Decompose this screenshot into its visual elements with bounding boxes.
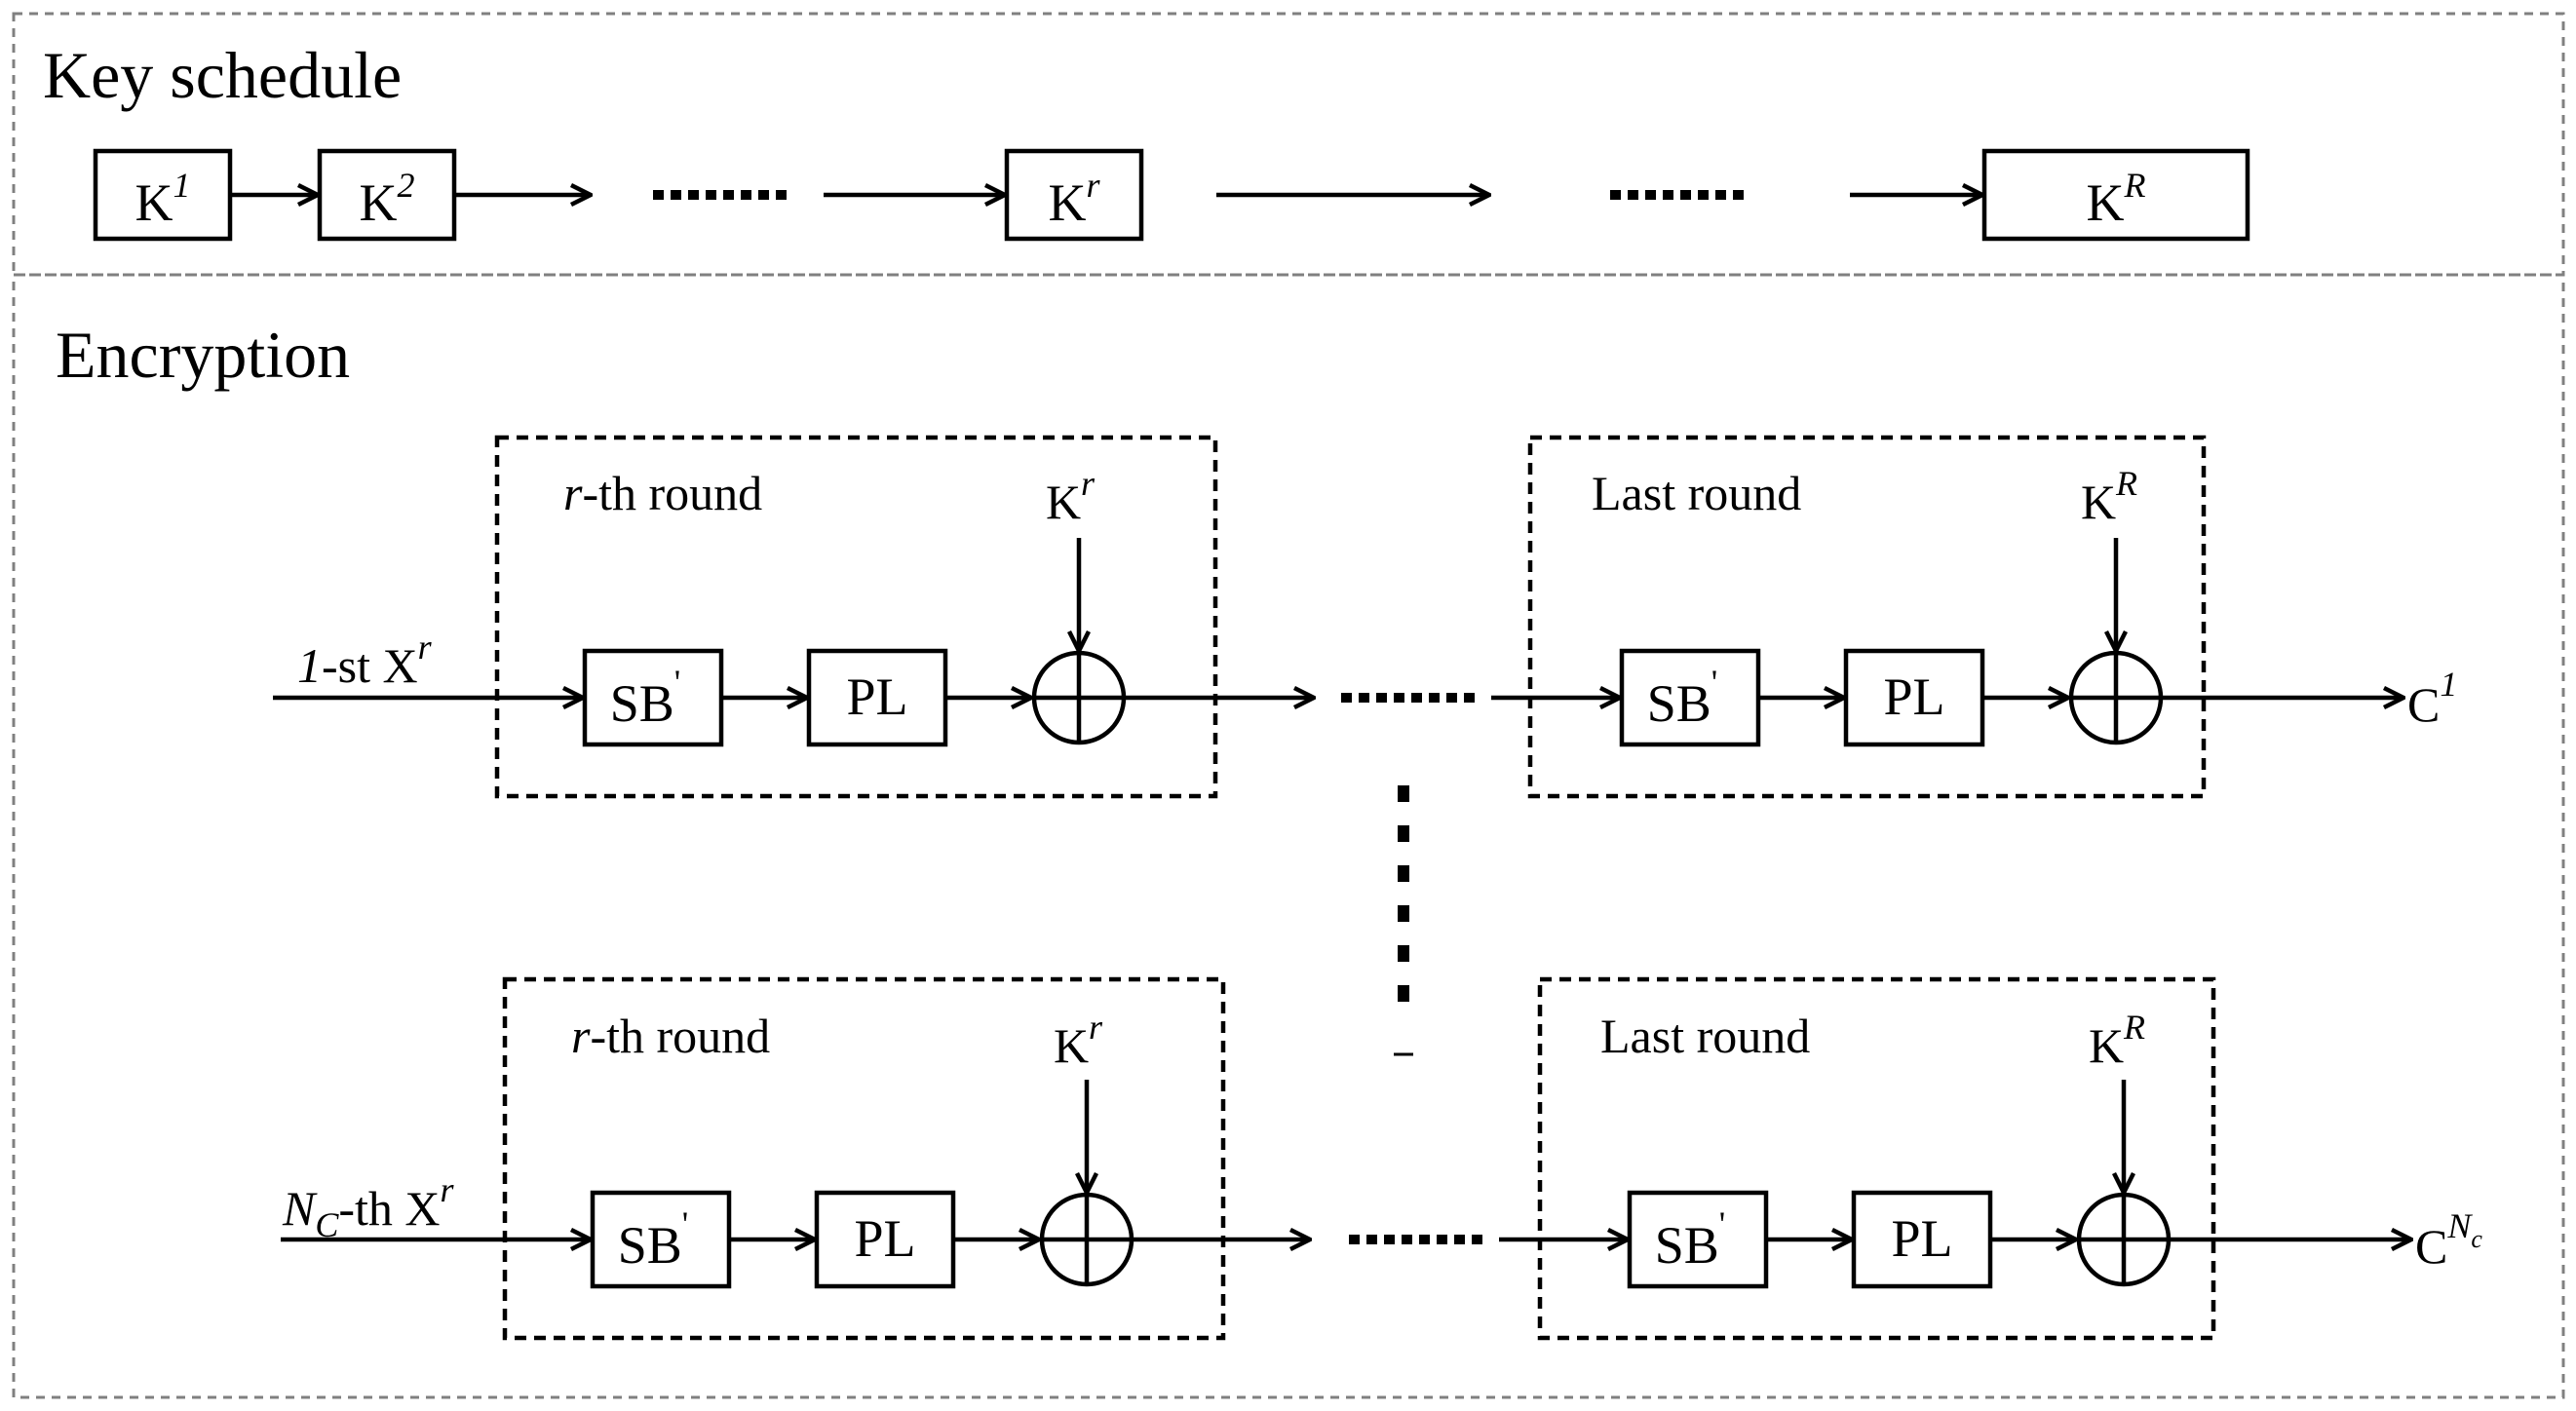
key-superscript: 2	[398, 166, 415, 205]
permutation-label: PL	[1891, 1209, 1952, 1268]
last-round-key-label: KR	[2089, 1008, 2145, 1073]
permutation-label: PL	[846, 667, 907, 726]
encryption-panel	[12, 273, 2565, 1399]
key-superscript: r	[1086, 166, 1100, 205]
round-box	[502, 976, 1226, 1341]
svg-text:KR: KR	[2087, 166, 2146, 232]
key-superscript: R	[2124, 166, 2146, 205]
row-input-label: 1-st Xr	[297, 628, 433, 693]
round-label: r-th round	[571, 1009, 770, 1063]
last-round-label: Last round	[1592, 466, 1801, 520]
key-box-R: KR	[1981, 148, 2250, 242]
key-base: K	[2087, 173, 2125, 232]
last-round-key-label: KR	[2081, 464, 2137, 529]
encryption-row-2: NC-th Xr r-th round SB' PL Kr Last round…	[281, 976, 2482, 1341]
sbox-block	[590, 1190, 732, 1289]
row-input-label: NC-th Xr	[282, 1170, 455, 1244]
xor-icon	[1039, 1192, 1134, 1287]
svg-text:K2: K2	[360, 166, 415, 232]
key-schedule-title: Key schedule	[43, 38, 402, 112]
svg-text:Kr: Kr	[1048, 166, 1100, 232]
sbox-label: SB'	[1655, 1204, 1726, 1275]
key-box-2: K2	[317, 148, 457, 242]
svg-text:K1: K1	[135, 166, 191, 232]
encryption-title: Encryption	[56, 318, 350, 392]
permutation-block	[1851, 1190, 1993, 1289]
key-box-r: Kr	[1004, 148, 1144, 242]
xor-icon	[1031, 650, 1127, 745]
key-base: K	[135, 173, 173, 232]
permutation-label: PL	[854, 1209, 915, 1268]
key-box-1: K1	[93, 148, 233, 242]
round-box	[494, 435, 1218, 799]
last-round-box	[1527, 435, 2207, 799]
xor-icon	[2068, 650, 2164, 745]
sbox-label: SB'	[610, 663, 681, 733]
sbox-label: SB'	[618, 1204, 689, 1275]
encryption-row-1: 1-st Xr r-th round SB' PL Kr Last round …	[273, 435, 2457, 799]
round-label: r-th round	[563, 466, 762, 520]
key-base: K	[1048, 173, 1086, 232]
round-key-label: Kr	[1046, 464, 1096, 529]
output-label: CNc	[2415, 1206, 2482, 1274]
sbox-label: SB'	[1647, 663, 1718, 733]
permutation-block	[1843, 648, 1985, 747]
sbox-block	[1627, 1190, 1769, 1289]
key-superscript: 1	[173, 166, 191, 205]
last-round-box	[1537, 976, 2216, 1341]
output-label: C1	[2407, 665, 2457, 732]
key-base: K	[360, 173, 398, 232]
key-schedule-panel	[12, 12, 2565, 277]
xor-icon	[2076, 1192, 2172, 1287]
permutation-label: PL	[1883, 667, 1944, 726]
round-key-label: Kr	[1054, 1008, 1103, 1073]
last-round-label: Last round	[1600, 1009, 1810, 1063]
